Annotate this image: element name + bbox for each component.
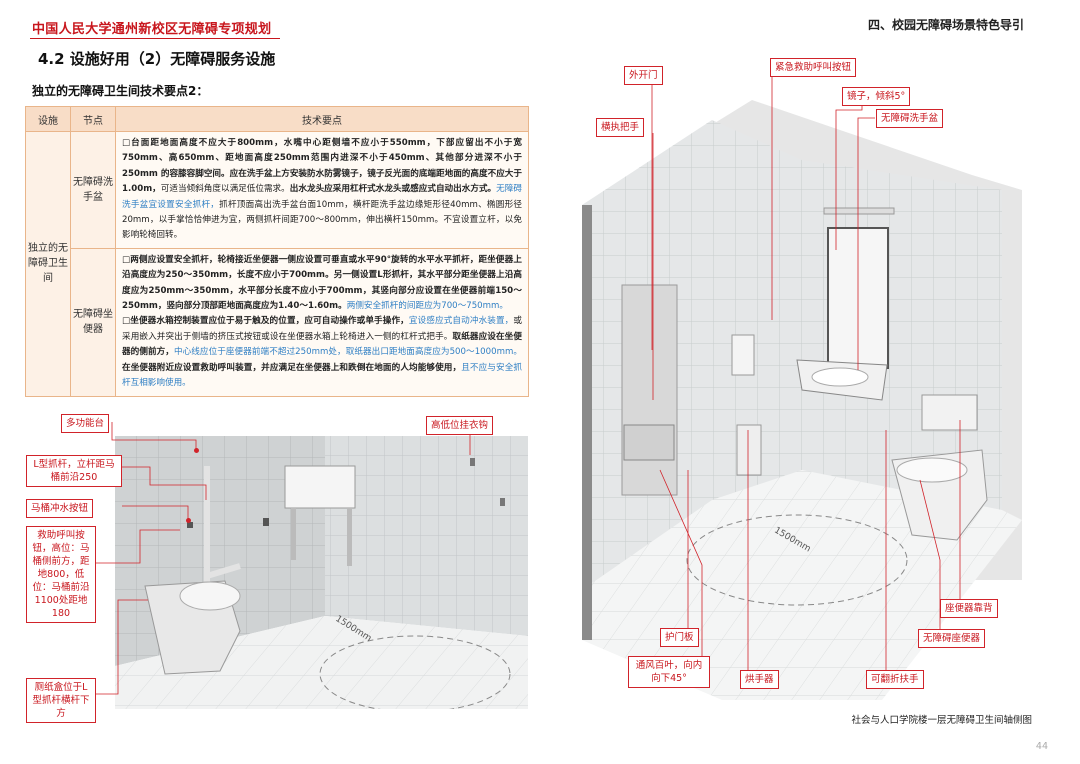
requirement-text: □坐便器水箱控制装置应位于易于触及的位置，应可自动操作或单手操作， (122, 316, 409, 327)
table-row: 独立的无障碍卫生间 无障碍洗手盆 □台面距地面高度不应大于800mm，水嘴中心距… (25, 131, 529, 397)
label-paper-holder: 厕纸盒位于L型抓杆横杆下方 (26, 678, 96, 723)
column-header: 节点 (70, 106, 116, 132)
requirement-text: □台面距地面高度不应大于800mm，水嘴中心距侧墙不应小于550mm，下部应留出… (122, 138, 522, 179)
figure-caption: 社会与人口学院楼一层无障碍卫生间轴侧图 (851, 715, 1032, 726)
requirement-text: 可适当倾斜角度以满足低位需求。 (160, 184, 290, 195)
label-tilted-mirror: 镜子，倾斜5° (842, 87, 911, 106)
requirement-text: □两侧应设置安全抓杆，轮椅接近坐便器一侧应设置可垂直或水平90°旋转的水平水平抓… (122, 254, 522, 312)
requirement-text: 出水龙头应采用杠杆式水龙头或感应式自动出水方式。 (289, 184, 497, 195)
table-header-row: 设施 节点 技术要点 (25, 106, 529, 132)
document-title: 中国人民大学通州新校区无障碍专项规划 (32, 22, 272, 37)
requirement-text: 中心线应位于座便器前端不超过250mm处，取纸器出口距地面高度应为500～100… (173, 347, 522, 358)
label-emergency-call-button: 紧急救助呼叫按钮 (770, 58, 857, 77)
label-lever-handle: 横执把手 (596, 118, 645, 137)
requirement-cell: □台面距地面高度不应大于800mm，水嘴中心距侧墙不应小于550mm，下部应留出… (115, 131, 529, 249)
page-number: 44 (1035, 741, 1048, 752)
requirement-text: 在坐便器附近应设置救助呼叫装置，并应满足在坐便器上和跌倒在地面的人均能够使用， (122, 362, 462, 373)
label-accessible-basin: 无障碍洗手盆 (876, 109, 944, 128)
label-flush-button: 马桶冲水按钮 (26, 499, 94, 518)
node-cell: 无障碍坐便器 (70, 247, 116, 397)
requirement-text: 且不应与安全抓杆互相影响使用。 (122, 362, 522, 389)
requirement-text: 宜设感应式自动冲水装置， (408, 316, 514, 327)
label-door-protection-plate: 护门板 (660, 628, 699, 647)
subsection-title: 独立的无障碍卫生间技术要点2： (32, 84, 209, 98)
requirement-text: 取纸器应设在坐便器的侧前方， (122, 331, 522, 358)
marker-dot (194, 448, 199, 453)
label-outward-door: 外开门 (624, 66, 663, 85)
label-toilet-backrest: 座便器靠背 (940, 599, 998, 618)
label-ventilation-louver: 通风百叶，向内向下45° (628, 656, 710, 688)
chapter-title: 四、校园无障碍场景特色导引 (868, 18, 1025, 32)
table-row: 无障碍坐便器 □两侧应设置安全抓杆，轮椅接近坐便器一侧应设置可垂直或水平90°旋… (26, 247, 529, 397)
label-foldable-armrest: 可翻折扶手 (866, 670, 924, 689)
requirement-text: 无障碍洗手盆宜设置安全抓杆， (122, 184, 522, 210)
label-hand-dryer: 烘手器 (740, 670, 779, 689)
node-cell: 无障碍洗手盆 (70, 131, 116, 249)
marker-dot (186, 518, 191, 523)
left-restroom-illustration: 1500mm (115, 436, 528, 709)
column-header: 技术要点 (115, 106, 529, 132)
requirement-text: 抓杆顶面高出洗手盆台面10mm，横杆距洗手盆边缘矩形径40mm、椭圆形径20mm… (122, 199, 522, 241)
facility-cell: 独立的无障碍卫生间 (25, 131, 71, 397)
column-header: 设施 (25, 106, 71, 132)
technical-spec-table: 设施 节点 技术要点 独立的无障碍卫生间 无障碍洗手盆 □台面距地面高度不应大于… (25, 106, 529, 397)
requirement-text: 两侧安全抓杆的间距应为700～750mm。 (346, 301, 508, 312)
requirement-text: 或采用嵌入并突出于侧墙的挤压式按钮或设在坐便器水箱上轮椅进入一侧的杠杆式把手。 (122, 316, 522, 342)
section-title: 4.2 设施好用（2）无障碍服务设施 (38, 50, 276, 68)
requirement-cell: □两侧应设置安全抓杆，轮椅接近坐便器一侧应设置可垂直或水平90°旋转的水平水平抓… (115, 247, 529, 397)
label-l-grab-bar: L型抓杆，立杆距马桶前沿250 (26, 455, 122, 487)
label-call-button: 救助呼叫按钮，高位：马桶侧前方，距地800，低位：马桶前沿1100处距地180 (26, 526, 96, 623)
title-underline (30, 38, 280, 39)
label-multifunction-table: 多功能台 (61, 414, 110, 433)
label-accessible-toilet: 无障碍座便器 (918, 629, 986, 648)
label-coat-hook: 高低位挂衣钩 (426, 416, 494, 435)
left-restroom-drawing (115, 436, 528, 709)
requirement-text: 防水防雾镜子，镜子反光面的底端距地面的高度不应大于1.00m， (122, 168, 522, 195)
